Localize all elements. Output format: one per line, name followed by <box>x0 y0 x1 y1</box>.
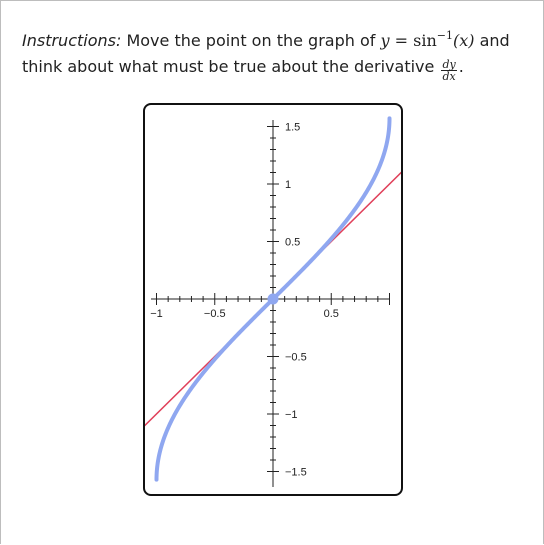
y-tick-label: −0.5 <box>285 352 307 364</box>
equation-arg: (x) <box>452 31 475 50</box>
fraction-numerator: dy <box>441 58 457 71</box>
instructions-text: Instructions: Move the point on the grap… <box>22 23 527 82</box>
equation-equals: = <box>389 31 414 50</box>
y-tick-label: 1.5 <box>285 122 300 134</box>
equation-exponent: −1 <box>436 29 453 42</box>
y-tick-label: 1 <box>285 179 291 191</box>
instructions-label: Instructions: <box>22 31 122 50</box>
equation: y = sin−1(x) <box>380 29 475 50</box>
x-tick-label: −1 <box>150 308 163 320</box>
draggable-point[interactable] <box>267 293 279 305</box>
instructions-text-before: Move the point on the graph of <box>126 31 376 50</box>
instructions-text-after: and think about what must be true about … <box>22 31 510 76</box>
y-tick-label: −1.5 <box>285 467 307 479</box>
y-tick-label: 0.5 <box>285 237 300 249</box>
x-tick-label: −0.5 <box>204 308 226 320</box>
equation-y: y <box>380 31 390 50</box>
equation-func: sin <box>413 31 437 50</box>
fraction-denominator: dx <box>442 70 456 83</box>
graph-canvas[interactable]: −1 −0.5 0.5 1.5 1 0.5 −0.5 −1 −1.5 <box>145 105 401 494</box>
graph-panel[interactable]: −1 −0.5 0.5 1.5 1 0.5 −0.5 −1 −1.5 <box>143 103 403 496</box>
instructions-period: . <box>458 57 464 76</box>
x-tick-label: 0.5 <box>324 308 339 320</box>
y-tick-label: −1 <box>285 409 298 421</box>
